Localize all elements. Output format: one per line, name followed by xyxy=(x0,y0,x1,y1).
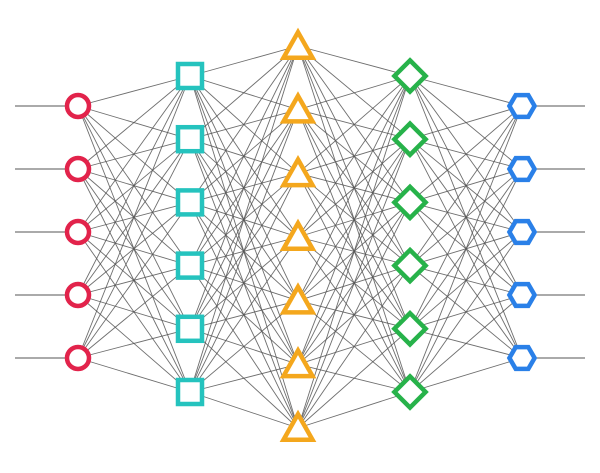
diamond-node xyxy=(391,57,429,95)
square-node xyxy=(175,188,205,217)
diamond-node xyxy=(391,246,429,285)
connection-edge xyxy=(189,173,299,393)
hexagon-node xyxy=(506,155,538,183)
triangle-node xyxy=(279,218,317,251)
connection-edge xyxy=(77,138,191,359)
connection-edge xyxy=(77,75,191,296)
connection-edge xyxy=(297,391,411,429)
connection-edge xyxy=(189,45,299,329)
connection-edge xyxy=(77,75,191,170)
triangle-node xyxy=(279,91,317,124)
connection-edge xyxy=(297,75,411,301)
connection-edge xyxy=(409,105,523,266)
circle-node xyxy=(64,92,92,120)
connection-edge xyxy=(189,45,299,140)
connection-edge xyxy=(409,105,523,140)
hexagon-node xyxy=(506,218,538,246)
triangle-node xyxy=(279,282,317,315)
connection-edge xyxy=(297,45,411,77)
circle-node xyxy=(64,218,92,246)
connection-edge xyxy=(77,357,191,393)
connection-edge xyxy=(409,294,523,393)
connection-edge xyxy=(297,75,411,429)
connection-edge xyxy=(409,105,523,203)
connection-edge xyxy=(189,363,299,393)
triangle-node xyxy=(279,27,317,60)
square-node xyxy=(175,61,205,91)
connection-edge xyxy=(409,357,523,393)
circle-node xyxy=(64,344,92,372)
hexagon-node xyxy=(506,281,538,309)
hexagon-node xyxy=(506,344,538,372)
diamond-node xyxy=(391,120,429,158)
network-nodes xyxy=(64,27,538,442)
connection-edge xyxy=(297,75,411,238)
square-node xyxy=(175,124,205,154)
connection-edge xyxy=(189,45,299,266)
connection-edge xyxy=(189,109,299,393)
square-node xyxy=(175,251,205,280)
connection-edge xyxy=(77,265,191,359)
connection-edge xyxy=(297,265,411,429)
connection-edge xyxy=(297,328,411,429)
connection-edge xyxy=(409,105,523,330)
connection-edge xyxy=(77,202,191,359)
diamond-node xyxy=(391,183,429,222)
circle-node xyxy=(64,155,92,183)
connection-edges xyxy=(77,45,523,429)
diamond-node xyxy=(391,373,429,411)
connection-edge xyxy=(189,391,299,429)
connection-edge xyxy=(297,75,411,111)
hexagon-node xyxy=(506,92,538,120)
connection-edge xyxy=(189,45,299,77)
connection-edge xyxy=(189,45,299,393)
square-node xyxy=(175,314,205,344)
connection-edge xyxy=(409,105,523,393)
connection-edge xyxy=(77,328,191,359)
connection-edge xyxy=(189,45,299,203)
connection-edge xyxy=(297,202,411,429)
triangle-node xyxy=(279,154,317,188)
connection-edge xyxy=(297,75,411,174)
connection-edge xyxy=(409,75,523,107)
triangle-node xyxy=(279,409,317,442)
triangle-node xyxy=(279,345,317,379)
connection-edge xyxy=(77,75,191,233)
connection-edge xyxy=(409,168,523,393)
connection-edge xyxy=(297,139,411,429)
circle-node xyxy=(64,281,92,309)
connection-edge xyxy=(77,75,191,107)
connection-edge xyxy=(297,75,411,365)
diamond-node xyxy=(391,310,429,348)
connection-edge xyxy=(189,300,299,393)
connection-edge xyxy=(409,231,523,393)
connection-edge xyxy=(189,236,299,393)
connection-edge xyxy=(77,75,191,359)
square-node xyxy=(175,377,205,407)
